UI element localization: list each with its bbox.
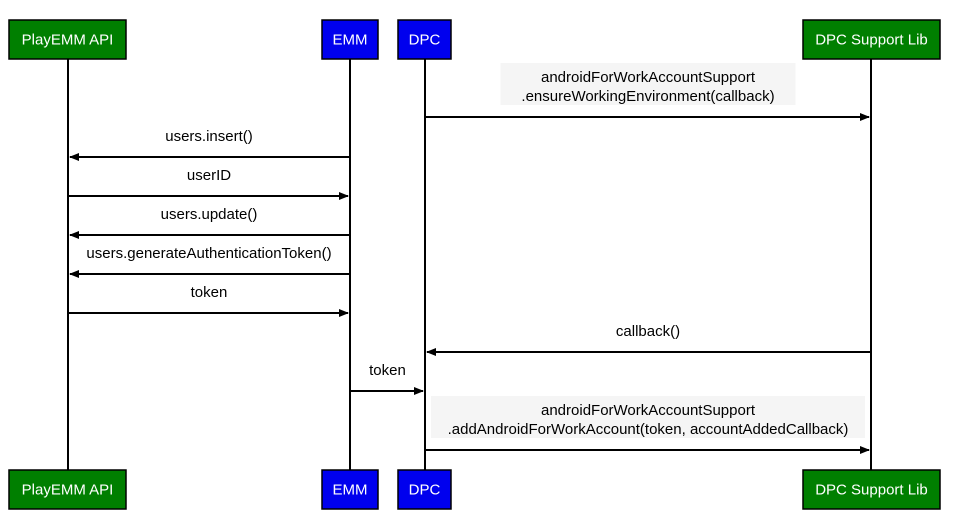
message-label: users.generateAuthenticationToken() xyxy=(86,245,331,262)
message-9: androidForWorkAccountSupport .addAndroidF… xyxy=(425,396,870,454)
actor-box-playemm-top xyxy=(8,19,127,60)
actor-box-dpc-bottom xyxy=(397,469,452,510)
message-label: callback() xyxy=(616,323,680,340)
message-6: token xyxy=(68,284,349,317)
message-label-bg xyxy=(500,63,796,105)
message-label: androidForWorkAccountSupport xyxy=(541,402,756,419)
actor-label-supportlib-bottom: DPC Support Lib xyxy=(815,482,928,499)
message-label: token xyxy=(191,284,228,301)
message-1: androidForWorkAccountSupport .ensureWorki… xyxy=(425,63,870,121)
actor-label-emm-top: EMM xyxy=(333,32,368,49)
message-7: callback() xyxy=(426,323,871,356)
message-label-bg xyxy=(431,396,865,438)
message-2: users.insert() xyxy=(69,128,350,161)
actor-box-dpc-top xyxy=(397,19,452,60)
message-label: users.insert() xyxy=(165,128,253,145)
message-8: token xyxy=(350,362,424,395)
message-label: .ensureWorkingEnvironment(callback) xyxy=(521,88,774,105)
actor-box-supportlib-bottom xyxy=(802,469,941,510)
actor-label-playemm-bottom: PlayEMM API xyxy=(22,482,114,499)
message-4: users.update() xyxy=(69,206,350,239)
actor-label-dpc-bottom: DPC xyxy=(409,482,441,499)
message-label: token xyxy=(369,362,406,379)
message-3: userID xyxy=(68,167,349,200)
message-label: .addAndroidForWorkAccount(token, account… xyxy=(448,421,849,438)
actor-label-dpc-top: DPC xyxy=(409,32,441,49)
actor-label-emm-bottom: EMM xyxy=(333,482,368,499)
message-label: users.update() xyxy=(161,206,258,223)
actor-label-supportlib-top: DPC Support Lib xyxy=(815,32,928,49)
message-label: userID xyxy=(187,167,231,184)
actor-box-supportlib-top xyxy=(802,19,941,60)
actor-label-playemm-top: PlayEMM API xyxy=(22,32,114,49)
actor-box-emm-top xyxy=(321,19,379,60)
message-5: users.generateAuthenticationToken() xyxy=(69,245,350,278)
actor-box-playemm-bottom xyxy=(8,469,127,510)
actor-box-emm-bottom xyxy=(321,469,379,510)
message-label: androidForWorkAccountSupport xyxy=(541,69,756,86)
